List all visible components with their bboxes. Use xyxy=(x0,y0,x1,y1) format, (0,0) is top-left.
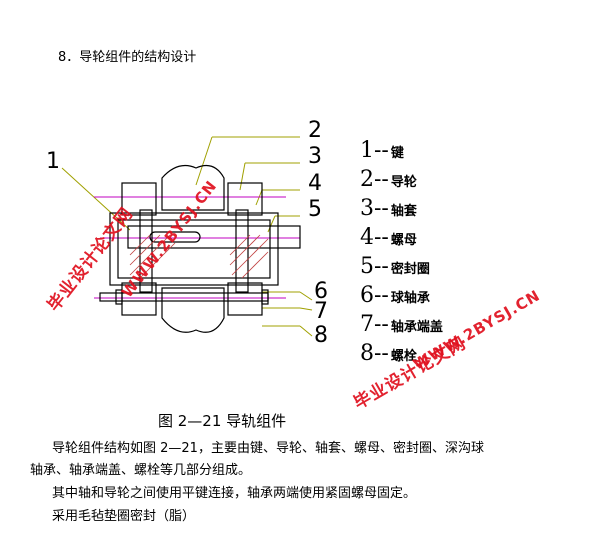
body-text-line: 导轮组件结构如图 2—21，主要由键、导轮、轴套、螺母、密封圈、深沟球 xyxy=(52,441,484,456)
legend-item: 2--导轮 xyxy=(360,167,417,192)
callout-7: 7 xyxy=(314,299,328,324)
parts-legend: 1--键 2--导轮 3--轴套 4--螺母 5--密封圈 6--球轴承 7--… xyxy=(360,136,443,368)
callout-2: 2 xyxy=(308,118,322,143)
legend-item: 7--轴承端盖 xyxy=(360,312,443,337)
legend-item: 3--轴套 xyxy=(360,196,417,221)
legend-item: 1--键 xyxy=(360,138,404,163)
callout-5: 5 xyxy=(308,197,322,222)
callout-3: 3 xyxy=(308,144,322,169)
legend-item: 4--螺母 xyxy=(360,225,417,250)
section-heading: 8．导轮组件的结构设计 xyxy=(58,50,197,65)
body-text-line: 其中轴和导轮之间使用平键连接，轴承两端使用紧固螺母固定。 xyxy=(52,486,417,501)
callout-4: 4 xyxy=(308,171,322,196)
body-text-line: 轴承、轴承端盖、螺栓等几部分组成。 xyxy=(30,463,252,478)
body-text-line: 采用毛毡垫圈密封（脂） xyxy=(52,509,196,524)
legend-item: 5--密封圈 xyxy=(360,254,430,279)
legend-item: 6--球轴承 xyxy=(360,283,430,308)
guide-wheel-assembly-drawing: 1 2 3 4 5 6 7 8 xyxy=(46,118,328,348)
callout-6: 6 xyxy=(314,279,328,304)
callout-1: 1 xyxy=(46,149,60,174)
figure-caption: 图 2—21 导轨组件 xyxy=(158,412,287,430)
callout-8: 8 xyxy=(314,323,328,348)
legend-item: 8--螺栓 xyxy=(360,341,417,366)
